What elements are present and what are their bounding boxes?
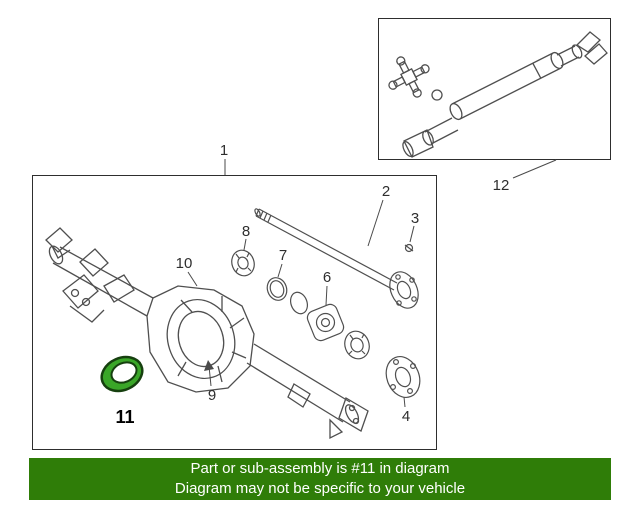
part-label-9: 9 [208,387,216,404]
leader-lines [187,199,415,408]
part-label-8: 8 [242,223,250,240]
info-banner: Part or sub-assembly is #11 in diagram D… [29,458,611,500]
leader-line-12 [512,159,557,179]
part-label-11: 11 [115,407,134,427]
main-diagram-box [32,175,437,450]
part-label-1: 1 [220,142,228,159]
part-label-3: 3 [411,210,419,227]
arrow-head-9 [204,360,214,371]
part-label-12: 12 [493,177,510,194]
bearing-parts-drawing [231,249,421,398]
part-label-4: 4 [402,408,410,425]
banner-line-2: Diagram may not be specific to your vehi… [174,480,466,497]
driveshaft-inset-box [378,18,611,160]
part-label-6: 6 [323,269,331,286]
part-label-7: 7 [279,247,287,264]
seal-highlight [100,355,144,393]
part-label-2: 2 [382,183,390,200]
axle-shaft-drawing [254,208,419,309]
axle-housing-drawing [45,227,369,440]
banner-line-1: Part or sub-assembly is #11 in diagram [190,460,450,477]
driveshaft-drawing [388,31,608,158]
u-joint-spider [388,56,430,98]
part-label-10: 10 [176,255,193,272]
